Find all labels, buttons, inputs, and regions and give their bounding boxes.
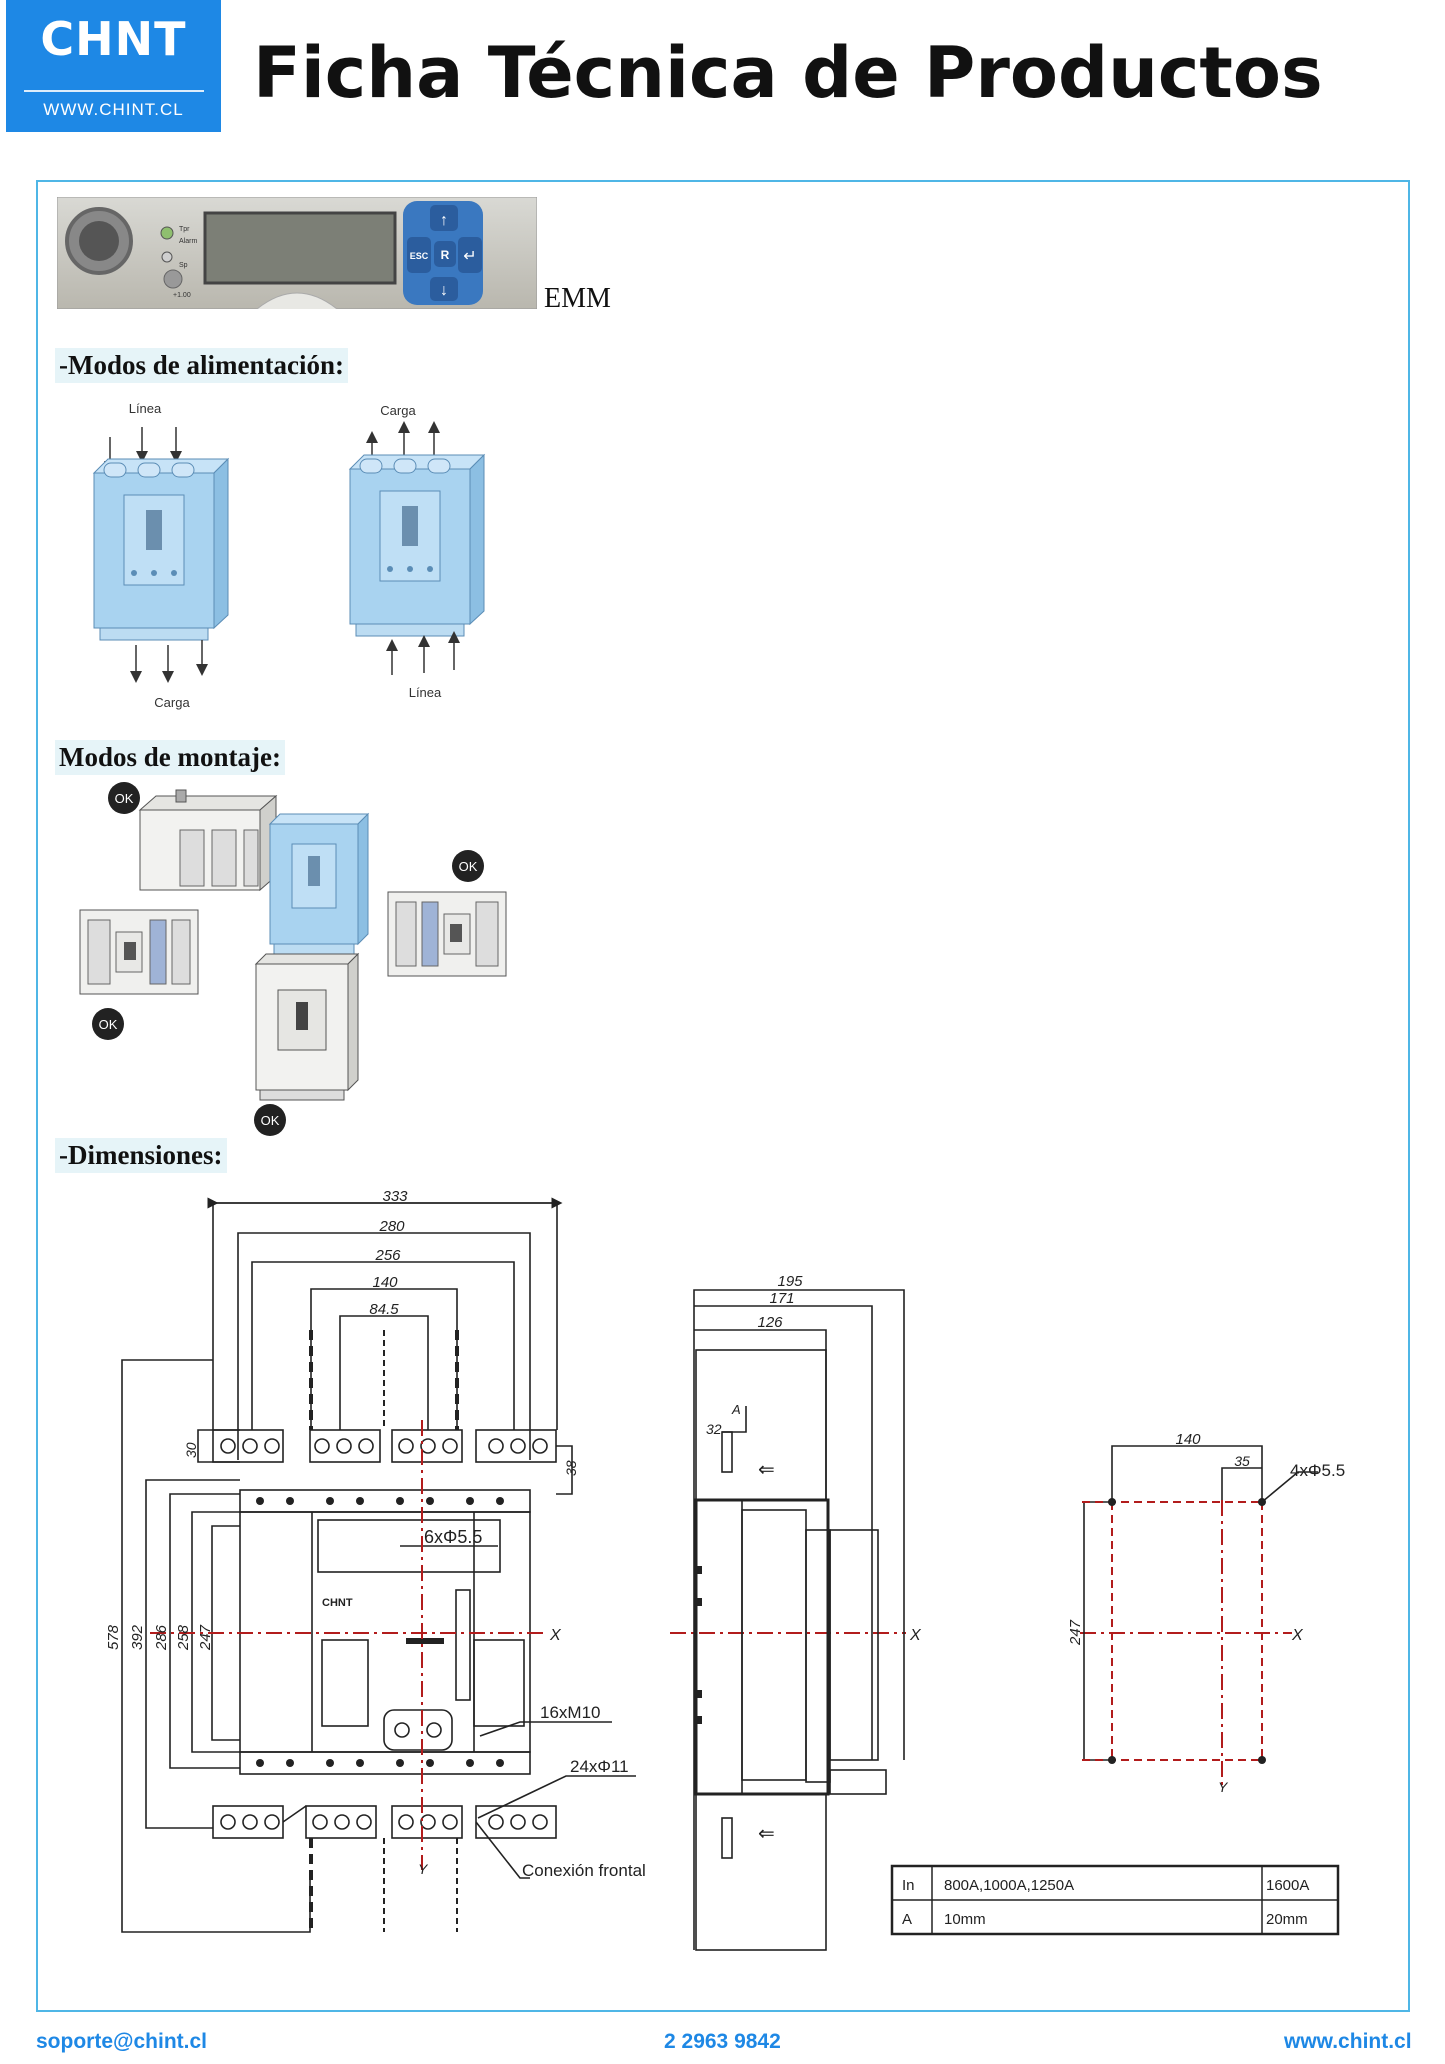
emm-key-down xyxy=(430,277,458,301)
cutout-offset-35: 35 xyxy=(1234,1453,1250,1469)
rating-table xyxy=(890,1864,1340,1936)
dim-width-256: 256 xyxy=(374,1247,401,1264)
side-small-32: 32 xyxy=(706,1421,722,1437)
emm-led-label-sp: Sp xyxy=(179,262,188,269)
power-left-bottom-label: Carga xyxy=(154,695,190,710)
emm-led-alarm xyxy=(161,251,173,263)
dim-width-333: 333 xyxy=(382,1188,408,1205)
dim-screw-label: 16xM10 xyxy=(540,1703,600,1722)
side-width-195: 195 xyxy=(777,1273,803,1290)
power-left-top-label: Línea xyxy=(129,401,162,416)
emm-key-esc xyxy=(407,237,431,273)
side-axis-x: X xyxy=(909,1627,922,1644)
emm-key-enter-label: ↵ xyxy=(463,248,476,265)
emm-key-up-label: ↑ xyxy=(440,212,448,229)
mount-ok-badge-4 xyxy=(254,1104,286,1136)
front-connection-label: Conexión frontal xyxy=(522,1861,646,1880)
logo-url: WWW.CHINT.CL xyxy=(43,100,184,119)
emm-display xyxy=(203,211,397,285)
emm-led-label-tpr: Tpr xyxy=(179,226,190,233)
footer-email[interactable]: soporte@chint.cl xyxy=(36,2030,207,2053)
table-cell-r0c1: 800A,1000A,1250A xyxy=(944,1877,1074,1894)
dim-height-578: 578 xyxy=(105,1624,122,1650)
logo-name: CHNT xyxy=(40,12,187,66)
content-frame xyxy=(36,180,1410,2012)
footer-phone[interactable]: 2 2963 9842 xyxy=(664,2030,781,2053)
side-width-171: 171 xyxy=(769,1290,794,1307)
dim-height-247: 247 xyxy=(197,1624,214,1651)
power-modes-heading: -Modos de alimentación: xyxy=(55,348,348,383)
mount-ok-badge-1 xyxy=(108,782,140,814)
dim-width-280: 280 xyxy=(378,1218,405,1235)
emm-key-esc-label: ESC xyxy=(410,251,429,261)
emm-module-image: Tpr Alarm Sp +1.00 ↑ ESC R ↵ ↓ xyxy=(57,197,537,309)
mount-ok-badge-3 xyxy=(92,1008,124,1040)
mount-ok-label-2: OK xyxy=(459,859,478,874)
emm-led-label-alarm: Alarm xyxy=(179,238,197,245)
dim-height-286: 286 xyxy=(153,1624,170,1651)
emm-key-up xyxy=(430,205,458,231)
mounting-modes-heading: Modos de montaje: xyxy=(55,740,285,775)
cutout-axis-y: Y xyxy=(1218,1779,1229,1795)
front-axis-y: Y xyxy=(418,1861,429,1877)
dim-height-392: 392 xyxy=(129,1624,146,1650)
emm-key-down-label: ↓ xyxy=(440,282,448,299)
emm-led-tpr xyxy=(160,226,174,240)
mount-ok-badge-2 xyxy=(452,850,484,882)
dim-right-38: 38 xyxy=(563,1460,579,1476)
cutout-height-247: 247 xyxy=(1067,1619,1084,1646)
dim-hole2-label: 24xΦ11 xyxy=(570,1757,629,1776)
emm-key-r xyxy=(434,241,456,267)
table-cell-r1c0: A xyxy=(902,1911,912,1928)
emm-label: EMM xyxy=(544,283,611,314)
dimensions-heading: -Dimensiones: xyxy=(55,1138,227,1173)
table-cell-r0c2: 1600A xyxy=(1266,1877,1309,1894)
emm-key-r-label: R xyxy=(441,248,450,262)
table-cell-r0c0: In xyxy=(902,1877,915,1894)
power-right-bottom-label: Línea xyxy=(409,685,442,700)
dim-width-84-5: 84.5 xyxy=(369,1301,399,1318)
side-small-a: A xyxy=(731,1402,741,1417)
mount-ok-label-1: OK xyxy=(115,791,134,806)
front-axis-x: X xyxy=(549,1627,562,1644)
brand-logo: CHNT WWW.CHINT.CL xyxy=(6,0,221,132)
emm-led-label-value: +1.00 xyxy=(173,292,191,299)
table-cell-r1c2: 20mm xyxy=(1266,1911,1308,1928)
side-width-126: 126 xyxy=(757,1314,783,1331)
side-arrow-bottom: ⇐ xyxy=(758,1823,775,1845)
footer-web[interactable]: www.chint.cl xyxy=(1284,2030,1412,2053)
table-cell-r1c1: 10mm xyxy=(944,1911,986,1928)
mounting-modes-figure: OK OK OK xyxy=(79,782,507,1136)
power-modes-figure: Línea Carga Carga Línea xyxy=(93,401,485,710)
cutout-width-140: 140 xyxy=(1175,1431,1201,1448)
mount-ok-label-3: OK xyxy=(99,1017,118,1032)
power-right-top-label: Carga xyxy=(380,403,416,418)
dim-top-30: 30 xyxy=(183,1442,199,1458)
emm-key-enter xyxy=(458,237,482,273)
cutout-axis-x: X xyxy=(1291,1627,1304,1644)
logo-divider xyxy=(24,90,204,92)
dim-width-140: 140 xyxy=(372,1274,398,1291)
dim-hole-label: 6xΦ5.5 xyxy=(424,1527,482,1547)
cutout-holes-label: 4xΦ5.5 xyxy=(1290,1461,1345,1480)
side-arrow-top: ⇐ xyxy=(758,1459,775,1481)
brand-small-label: CHNT xyxy=(322,1597,353,1609)
dim-height-258: 258 xyxy=(175,1624,192,1651)
page-title: Ficha Técnica de Productos xyxy=(253,32,1323,114)
mount-ok-label-4: OK xyxy=(261,1113,280,1128)
